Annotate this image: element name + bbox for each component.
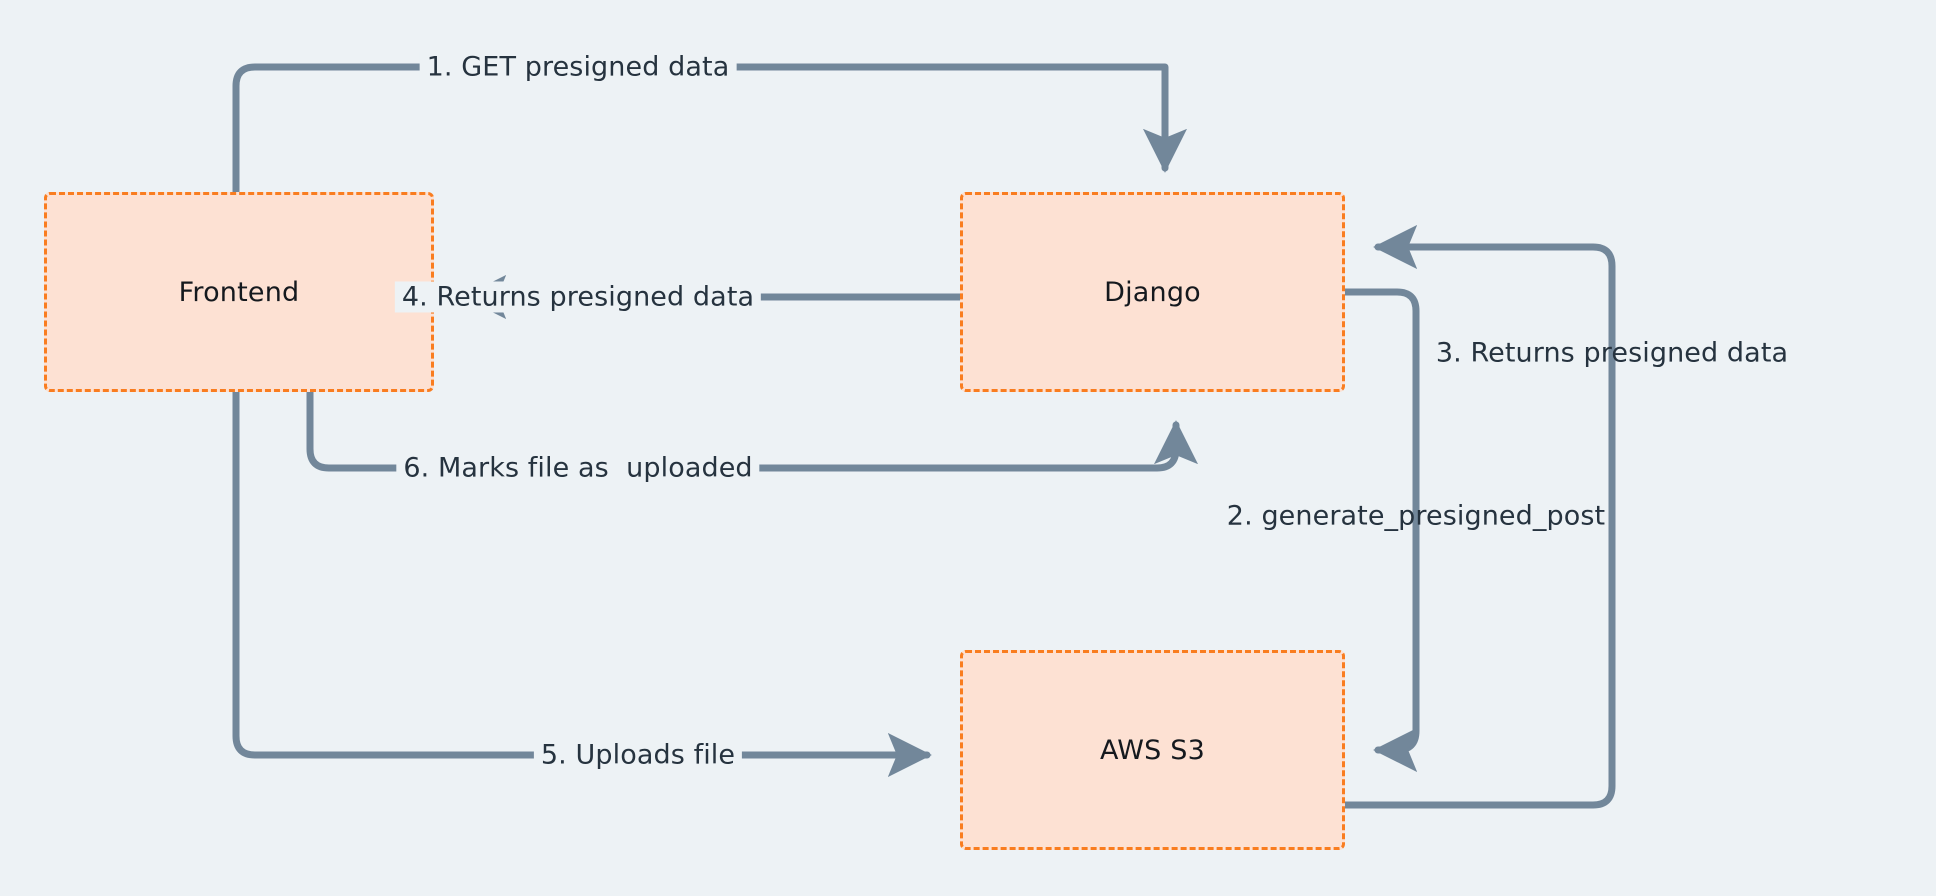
edge-path-3: [1341, 224, 1616, 809]
edge-path-2: [1341, 288, 1420, 773]
node-aws-s3[interactable]: AWS S3: [960, 650, 1345, 850]
node-django-label: Django: [1104, 276, 1201, 308]
edge-label-6: 6. Marks file as uploaded: [396, 452, 760, 484]
node-frontend[interactable]: Frontend: [44, 192, 434, 392]
node-frontend-label: Frontend: [178, 276, 300, 308]
node-django[interactable]: Django: [960, 192, 1345, 392]
edge-path-1: [232, 63, 1188, 196]
edge-label-1: 1. GET presigned data: [419, 51, 737, 83]
edge-label-2: 2. generate_presigned_post: [1226, 500, 1606, 532]
edge-label-4: 4. Returns presigned data: [394, 281, 762, 313]
edge-label-5: 5. Uploads file: [533, 739, 743, 771]
edge-label-3: 3. Returns presigned data: [1435, 337, 1789, 369]
node-aws-s3-label: AWS S3: [1100, 734, 1205, 766]
edge-path-5: [232, 388, 932, 778]
